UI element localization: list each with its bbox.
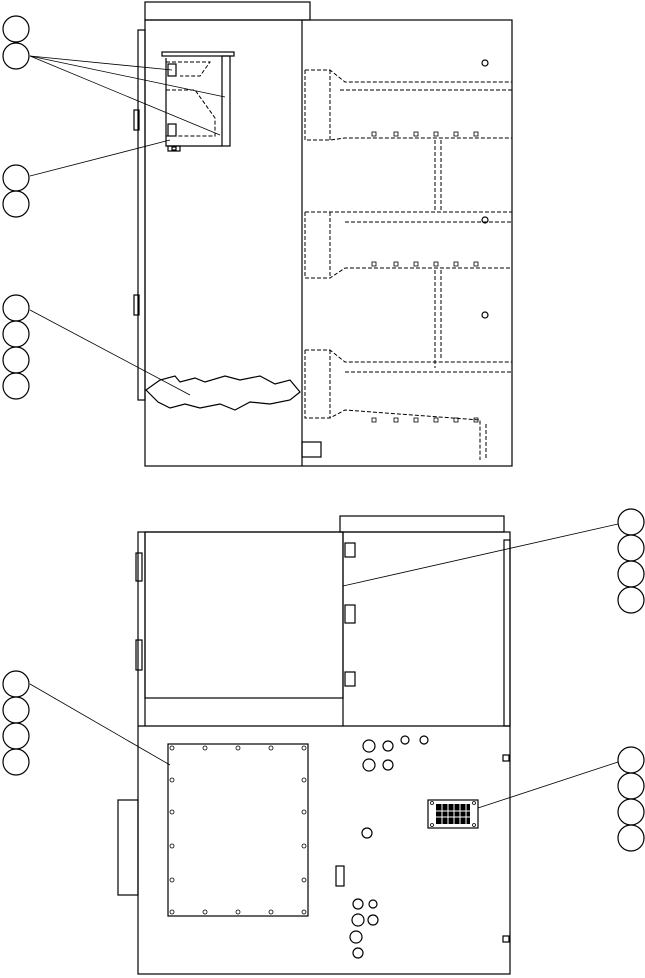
bolt-row <box>371 131 479 423</box>
hole <box>481 311 489 319</box>
group-bottom-right-1 <box>617 508 645 614</box>
latch <box>344 542 356 558</box>
hinge-lower <box>133 294 140 316</box>
leader-line <box>29 683 171 766</box>
slot <box>335 865 345 887</box>
bottom-block <box>301 441 322 458</box>
door-edge <box>137 29 146 401</box>
cover-bolts <box>169 745 307 915</box>
group-top-left-1 <box>2 15 30 70</box>
hole <box>481 59 489 67</box>
hidden-internals-top <box>304 69 512 460</box>
hole <box>481 216 489 224</box>
cabinet-body <box>144 19 513 467</box>
break-section <box>145 375 301 411</box>
side-box <box>117 799 139 896</box>
leader-line <box>477 761 619 809</box>
top-tab <box>144 1 311 21</box>
top-tab-lower <box>339 515 505 533</box>
bracket-assembly <box>161 51 235 152</box>
leader-line <box>29 55 226 98</box>
group-bottom-left <box>2 670 30 776</box>
hinge-upper <box>133 109 140 131</box>
terminal-block <box>427 799 479 829</box>
latch <box>344 671 356 687</box>
right-rail <box>503 539 511 727</box>
access-cover <box>167 743 309 917</box>
group-bottom-right-2 <box>617 746 645 852</box>
group-top-left-3 <box>2 294 30 400</box>
connector-holes <box>349 735 429 959</box>
leader-line <box>29 309 191 396</box>
cabinet-body-lower <box>137 531 511 975</box>
view-bottom <box>29 515 619 975</box>
panel-door <box>144 531 344 699</box>
group-top-left-2 <box>2 164 30 218</box>
leader-line <box>29 139 171 177</box>
view-top <box>29 1 513 467</box>
leader-line <box>29 55 173 71</box>
leader-line <box>342 523 619 587</box>
latch <box>344 604 356 624</box>
leader-line <box>29 55 221 136</box>
